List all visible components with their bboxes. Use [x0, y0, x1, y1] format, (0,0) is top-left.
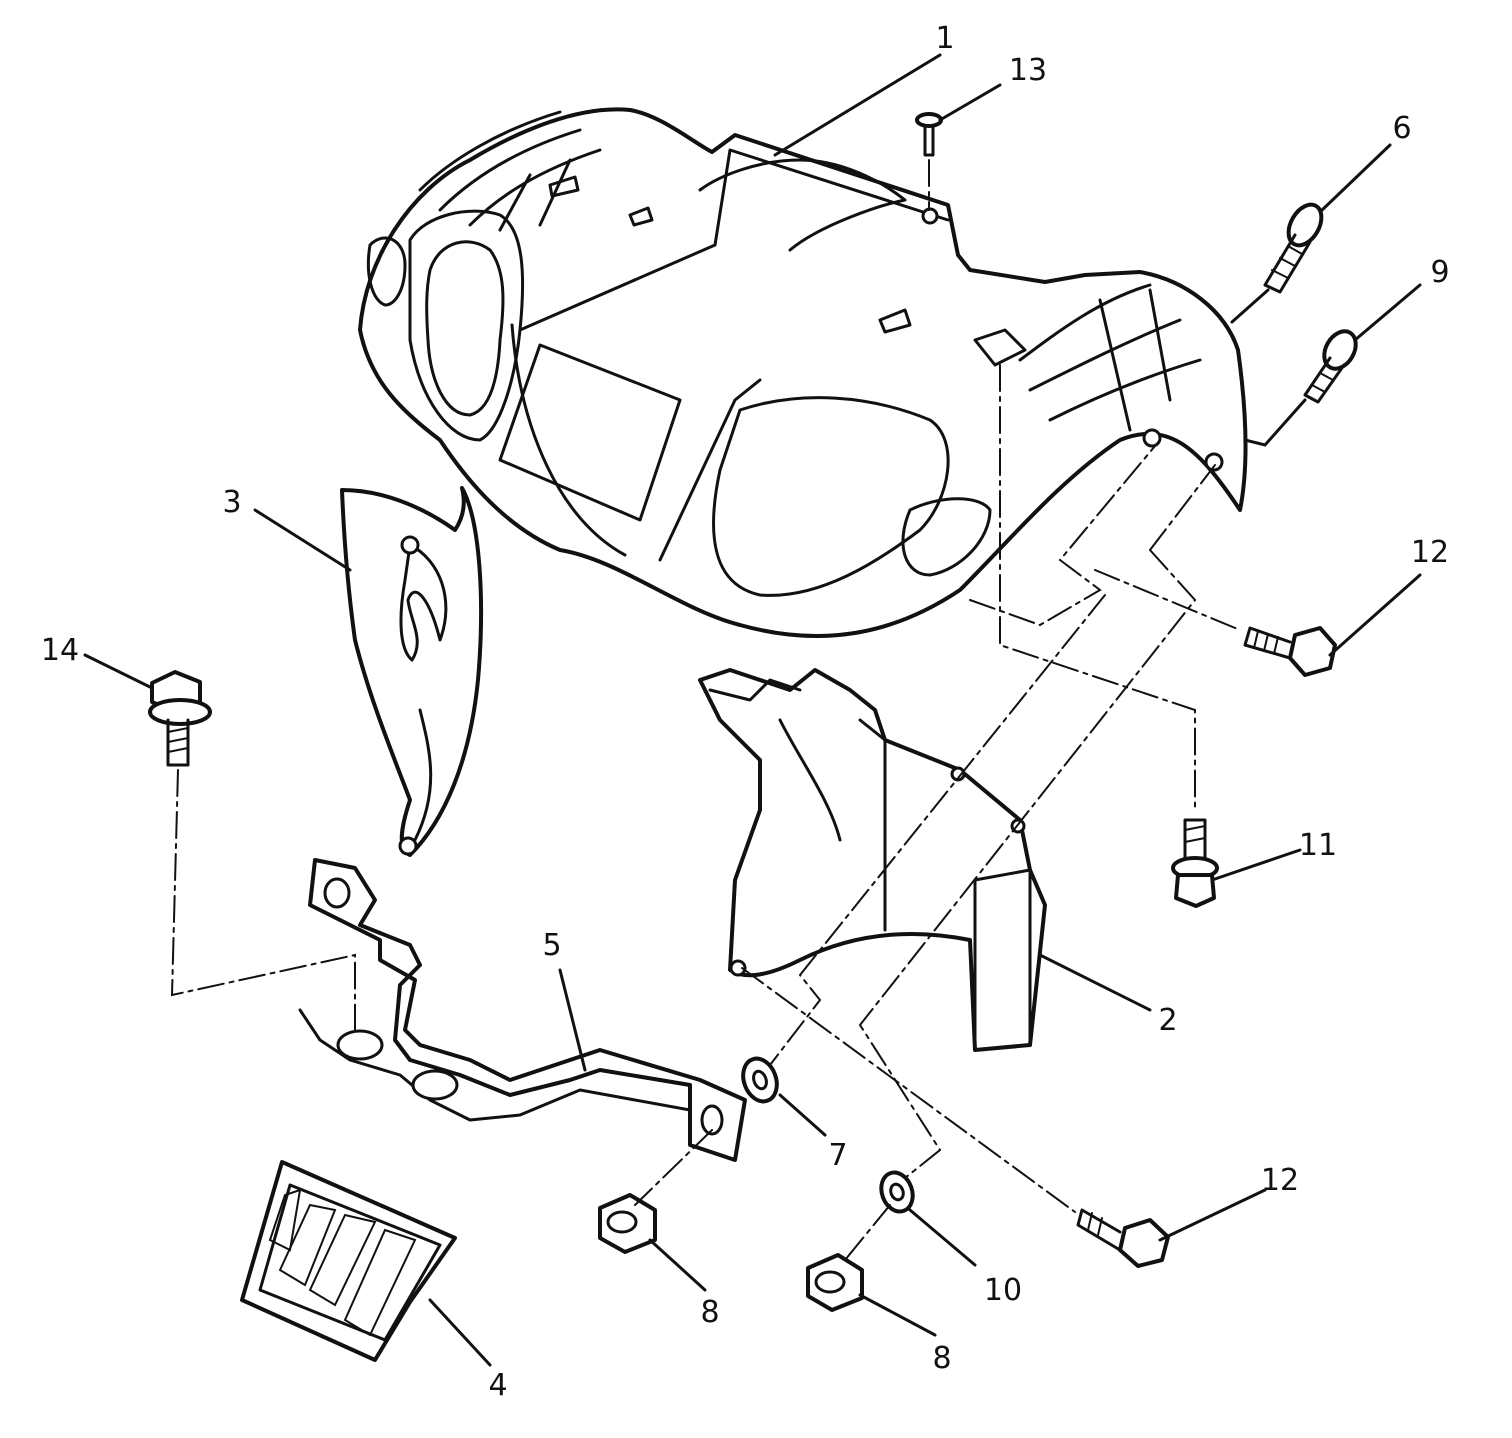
part-front-fender [358, 107, 1248, 639]
callout-1: 1 [935, 21, 954, 56]
assembly-phantom-lines [170, 159, 1241, 1261]
part-7-washer [741, 1056, 779, 1104]
callout-labels: 1 2 3 4 5 6 7 8 8 9 10 11 12 12 13 14 [41, 21, 1450, 1403]
callout-7: 7 [828, 1138, 847, 1173]
callout-11: 11 [1299, 828, 1337, 863]
callout-6: 6 [1392, 111, 1411, 146]
part-12-flange-bolt-lower [1076, 1208, 1170, 1268]
callout-3: 3 [222, 485, 241, 520]
callout-14: 14 [41, 633, 79, 668]
part-14-flange-bolt [148, 670, 212, 767]
callout-9: 9 [1430, 255, 1449, 290]
callout-5: 5 [542, 928, 561, 963]
part-9-flange-bolt [1303, 329, 1358, 404]
callout-12-lower: 12 [1261, 1163, 1299, 1198]
part-bracket [298, 858, 747, 1162]
part-11-flange-bolt [1171, 818, 1219, 908]
callout-leader-lines [83, 53, 1422, 1367]
part-13-screw [915, 112, 943, 157]
callout-2: 2 [1158, 1003, 1177, 1038]
part-8-hex-nut-right [806, 1253, 864, 1312]
callout-10: 10 [984, 1273, 1022, 1308]
part-10-washer [879, 1170, 915, 1214]
part-right-inner-panel [698, 668, 1047, 1052]
part-grille [240, 1160, 457, 1362]
part-8-hex-nut-left [598, 1193, 657, 1254]
callout-13: 13 [1009, 53, 1047, 88]
callout-4: 4 [488, 1368, 507, 1403]
callout-8-left: 8 [700, 1295, 719, 1330]
part-12-flange-bolt-upper [1243, 626, 1337, 677]
part-6-flange-bolt [1263, 202, 1324, 294]
callout-8-right: 8 [932, 1341, 951, 1376]
callout-12-upper: 12 [1411, 535, 1449, 570]
part-left-inner-panel [340, 486, 484, 857]
